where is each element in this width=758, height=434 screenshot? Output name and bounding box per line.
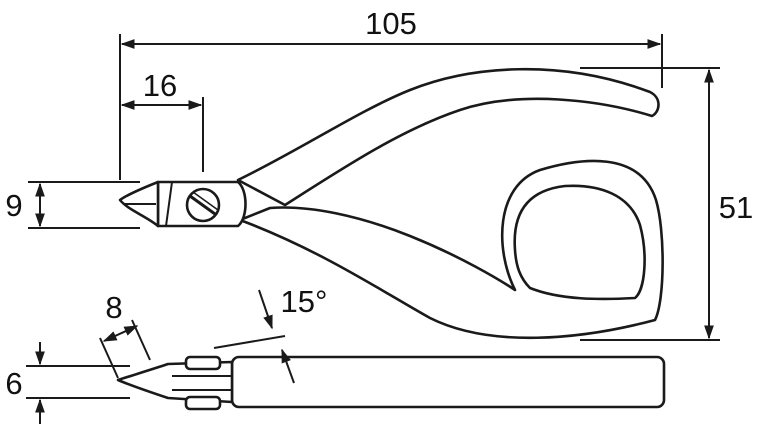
dimension-jaw-length: 16: [120, 68, 204, 172]
side-pivot-bottom: [184, 395, 222, 411]
dimension-9-label: 9: [5, 188, 22, 223]
dimension-overall-length: 105: [119, 6, 663, 180]
upper-handle: [236, 67, 660, 207]
head-divider: [165, 181, 173, 227]
side-handle: [230, 355, 666, 409]
dimension-105-label: 105: [365, 6, 417, 41]
pliers-top-view: [118, 67, 664, 340]
dimension-jaw-width: 9: [5, 181, 140, 229]
screw-slot-edge: [192, 191, 219, 211]
side-pivot-top: [184, 355, 222, 371]
dimension-6-label: 6: [5, 366, 22, 401]
dimension-head-thickness: 6: [5, 342, 130, 424]
dimension-8-label: 8: [105, 290, 122, 325]
side-head: [116, 360, 234, 404]
dimension-51-label: 51: [719, 190, 753, 225]
dimension-16-label: 16: [143, 68, 177, 103]
handle-loop-opening: [513, 184, 646, 301]
dimension-handle-spread: 51: [580, 67, 753, 341]
dimension-head-angle: 15°: [213, 284, 328, 384]
dimension-15-degree-label: 15°: [281, 284, 328, 319]
screw-slot: [189, 194, 216, 216]
dimension-tip-length: 8: [99, 290, 151, 379]
pliers-side-view: [116, 355, 666, 411]
